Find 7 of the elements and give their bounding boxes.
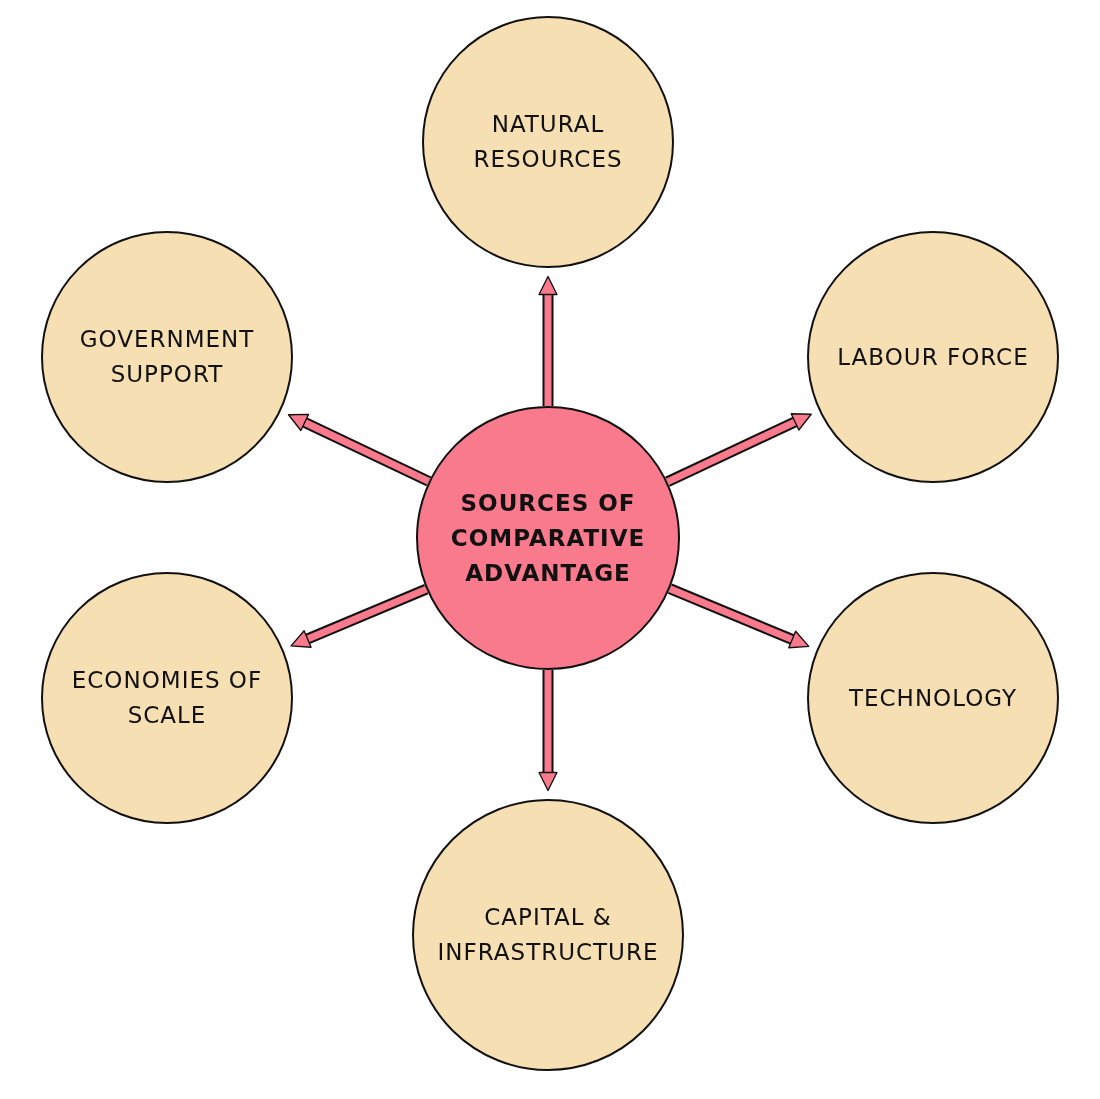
node-label: SOURCES OF COMPARATIVE ADVANTAGE	[449, 488, 647, 588]
node-label: CAPITAL & INFRASTRUCTURE	[436, 903, 660, 967]
node-label: TECHNOLOGY	[848, 683, 1018, 713]
node-label: NATURAL RESOURCES	[472, 110, 624, 174]
node-label: LABOUR FORCE	[837, 342, 1029, 372]
node-label: GOVERNMENT SUPPORT	[78, 325, 256, 389]
node-label: ECONOMIES OF SCALE	[70, 666, 264, 730]
